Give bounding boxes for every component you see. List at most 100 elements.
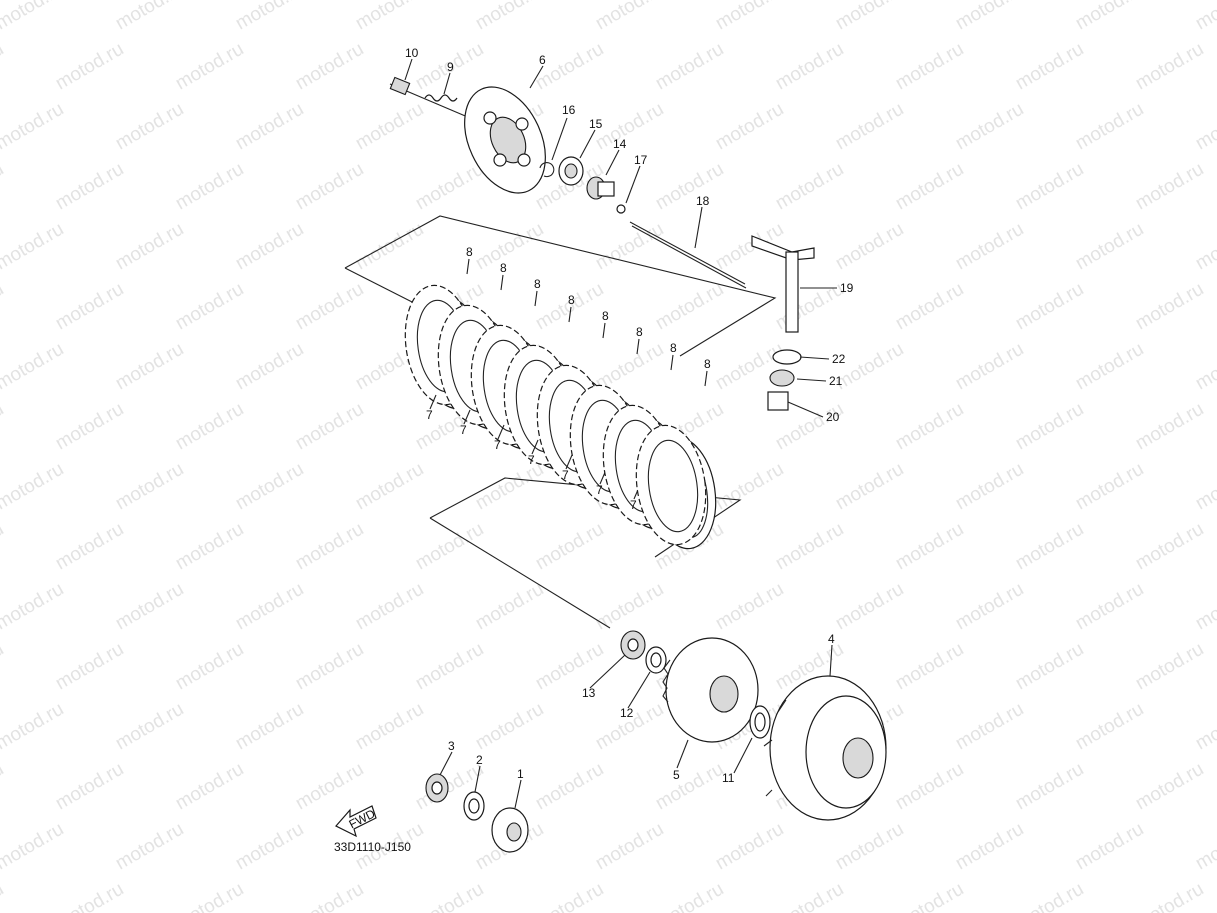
watermark-text: motod.ru <box>292 879 367 913</box>
watermark-text: motod.ru <box>52 519 127 575</box>
watermark-text: motod.ru <box>412 639 487 695</box>
watermark-text: motod.ru <box>1012 759 1087 815</box>
watermark-text: motod.ru <box>772 39 847 95</box>
callout-7: 7 <box>528 453 535 467</box>
leader-line <box>636 338 640 355</box>
watermark-text: motod.ru <box>952 579 1027 635</box>
watermark-text: motod.ru <box>52 279 127 335</box>
watermark-text: motod.ru <box>172 159 247 215</box>
watermark-text: motod.ru <box>232 819 307 875</box>
watermark-text: motod.ru <box>1192 819 1217 875</box>
watermark-text: motod.ru <box>1132 639 1207 695</box>
watermark-text: motod.ru <box>352 99 427 155</box>
callout-8: 8 <box>704 357 711 371</box>
watermark-text: motod.ru <box>832 339 907 395</box>
callout-9: 9 <box>447 60 454 74</box>
callout-8: 8 <box>670 341 677 355</box>
watermark-text: motod.ru <box>112 339 187 395</box>
callout-8: 8 <box>466 245 473 259</box>
leader-line <box>534 290 538 307</box>
watermark-text: motod.ru <box>1192 339 1217 395</box>
watermark-text: motod.ru <box>712 819 787 875</box>
watermark-text: motod.ru <box>832 0 907 34</box>
watermark-text: motod.ru <box>712 339 787 395</box>
watermark-text: motod.ru <box>472 0 547 34</box>
watermark-text: motod.ru <box>772 159 847 215</box>
watermark-text: motod.ru <box>172 879 247 913</box>
watermark-text: motod.ru <box>1072 819 1147 875</box>
clutch-boss <box>662 637 759 743</box>
watermark-text: motod.ru <box>1132 879 1207 913</box>
leader-line <box>466 258 470 275</box>
watermark-text: motod.ru <box>1192 699 1217 755</box>
watermark-text: motod.ru <box>52 759 127 815</box>
watermark-text: motod.ru <box>232 459 307 515</box>
watermark-text: motod.ru <box>0 0 67 34</box>
watermark-text: motod.ru <box>832 459 907 515</box>
watermark-text: motod.ru <box>52 399 127 455</box>
watermark-text: motod.ru <box>112 0 187 34</box>
callout-8: 8 <box>636 325 643 339</box>
callout-7: 7 <box>494 438 501 452</box>
watermark-text: motod.ru <box>1012 279 1087 335</box>
watermark-text: motod.ru <box>52 159 127 215</box>
callout-21: 21 <box>829 374 843 388</box>
watermark-text: motod.ru <box>1072 219 1147 275</box>
watermark-text: motod.ru <box>952 699 1027 755</box>
watermark-text: motod.ru <box>1012 879 1087 913</box>
callout-7: 7 <box>562 468 569 482</box>
leader-line <box>497 424 505 440</box>
leader-line <box>568 306 572 323</box>
watermark-text: motod.ru <box>0 579 67 635</box>
watermark-text: motod.ru <box>1192 0 1217 34</box>
watermark-text: motod.ru <box>1072 579 1147 635</box>
watermark-text: motod.ru <box>52 639 127 695</box>
callout-17: 17 <box>634 153 648 167</box>
callout-7: 7 <box>596 483 603 497</box>
watermark-text: motod.ru <box>112 99 187 155</box>
watermark-text: motod.ru <box>832 99 907 155</box>
watermark-text: motod.ru <box>0 279 7 335</box>
watermark-text: motod.ru <box>232 339 307 395</box>
watermark-text: motod.ru <box>952 459 1027 515</box>
watermark-text: motod.ru <box>0 519 7 575</box>
callout-10: 10 <box>405 46 419 60</box>
leader-line <box>704 370 708 387</box>
watermark-text: motod.ru <box>292 399 367 455</box>
leader-line <box>429 394 437 410</box>
watermark-text: motod.ru <box>0 819 67 875</box>
friction-plate-inner <box>647 439 699 533</box>
callout-4: 4 <box>828 632 835 646</box>
leader-line <box>602 322 606 339</box>
watermark-text: motod.ru <box>892 279 967 335</box>
nut-and-washer <box>620 630 667 674</box>
watermark-text: motod.ru <box>592 579 667 635</box>
watermark-text: motod.ru <box>472 459 547 515</box>
watermark-text: motod.ru <box>292 639 367 695</box>
watermark-text: motod.ru <box>892 159 967 215</box>
watermark-text: motod.ru <box>772 519 847 575</box>
watermark-text: motod.ru <box>772 279 847 335</box>
watermark-text: motod.ru <box>292 519 367 575</box>
watermark-text: motod.ru <box>0 699 67 755</box>
watermark-text: motod.ru <box>1012 159 1087 215</box>
callout-2: 2 <box>476 753 483 767</box>
watermark-text: motod.ru <box>1012 639 1087 695</box>
watermark-text: motod.ru <box>1072 0 1147 34</box>
watermark-text: motod.ru <box>52 879 127 913</box>
watermark-text: motod.ru <box>172 639 247 695</box>
watermark-text: motod.ru <box>1072 99 1147 155</box>
watermark-text: motod.ru <box>352 579 427 635</box>
watermark-text: motod.ru <box>652 39 727 95</box>
watermark-text: motod.ru <box>1132 759 1207 815</box>
watermark-text: motod.ru <box>652 879 727 913</box>
watermark-text: motod.ru <box>352 459 427 515</box>
watermark-text: motod.ru <box>172 759 247 815</box>
watermark-text: motod.ru <box>232 699 307 755</box>
watermark-text: motod.ru <box>0 879 7 913</box>
watermark-text: motod.ru <box>1132 39 1207 95</box>
watermark-text: motod.ru <box>232 579 307 635</box>
watermark-text: motod.ru <box>1192 579 1217 635</box>
leader-line <box>500 274 504 291</box>
